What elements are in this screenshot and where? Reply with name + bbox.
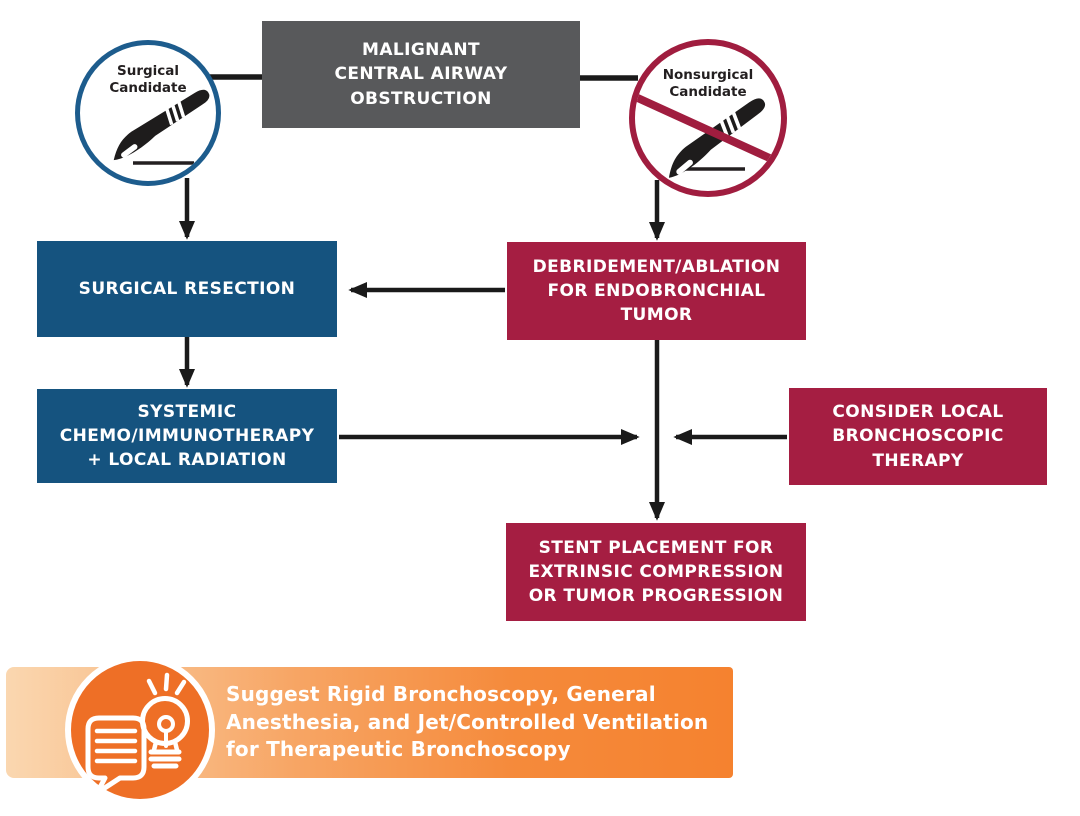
idea-speech-bulb-icon: [65, 655, 215, 805]
node-debridement-ablation: DEBRIDEMENT/ABLATION FOR ENDOBRONCHIAL T…: [507, 242, 806, 340]
node-stent-placement: STENT PLACEMENT FOR EXTRINSIC COMPRESSIO…: [506, 523, 806, 621]
node-label-line: CENTRAL AIRWAY: [334, 64, 508, 85]
surgical-candidate-label: Surgical Candidate: [109, 63, 187, 97]
node-label-line: THERAPY: [872, 450, 964, 471]
node-nonsurgical-candidate: Nonsurgical Candidate: [629, 39, 787, 197]
node-surgical-resection: SURGICAL RESECTION: [37, 241, 337, 337]
scalpel-prohibited-icon: [635, 92, 781, 178]
node-label-line: EXTRINSIC COMPRESSION: [528, 561, 784, 582]
node-malignant-cao: MALIGNANT CENTRAL AIRWAY OBSTRUCTION: [262, 21, 580, 128]
node-consider-local-bronchoscopic: CONSIDER LOCAL BRONCHOSCOPIC THERAPY: [789, 388, 1047, 485]
node-label-line: SYSTEMIC: [137, 401, 237, 422]
idea-speech-bulb-art: [85, 672, 190, 796]
node-systemic-chemo: SYSTEMIC CHEMO/IMMUNOTHERAPY + LOCAL RAD…: [37, 389, 337, 483]
suggestion-banner-text: Suggest Rigid Bronchoscopy, General Anes…: [226, 682, 709, 762]
node-label-line: OBSTRUCTION: [350, 88, 492, 109]
node-label-line: CONSIDER LOCAL: [832, 402, 1004, 423]
node-label-line: TUMOR: [620, 305, 693, 326]
node-label-line: CHEMO/IMMUNOTHERAPY: [59, 425, 315, 446]
prohibition-slash: [635, 92, 781, 168]
node-label-line: FOR ENDOBRONCHIAL: [547, 280, 766, 301]
scalpel-icon: [113, 89, 210, 165]
node-label-line: MALIGNANT: [362, 40, 480, 61]
node-label-line: BRONCHOSCOPIC: [832, 426, 1004, 447]
nonsurgical-candidate-label: Nonsurgical Candidate: [662, 67, 754, 101]
node-label-line: SURGICAL RESECTION: [78, 278, 296, 299]
node-label-line: STENT PLACEMENT FOR: [538, 537, 774, 558]
node-label-line: OR TUMOR PROGRESSION: [528, 586, 784, 607]
node-label-line: + LOCAL RADIATION: [87, 450, 287, 471]
node-label-line: DEBRIDEMENT/ABLATION: [532, 256, 781, 277]
node-surgical-candidate: Surgical Candidate: [75, 40, 221, 186]
